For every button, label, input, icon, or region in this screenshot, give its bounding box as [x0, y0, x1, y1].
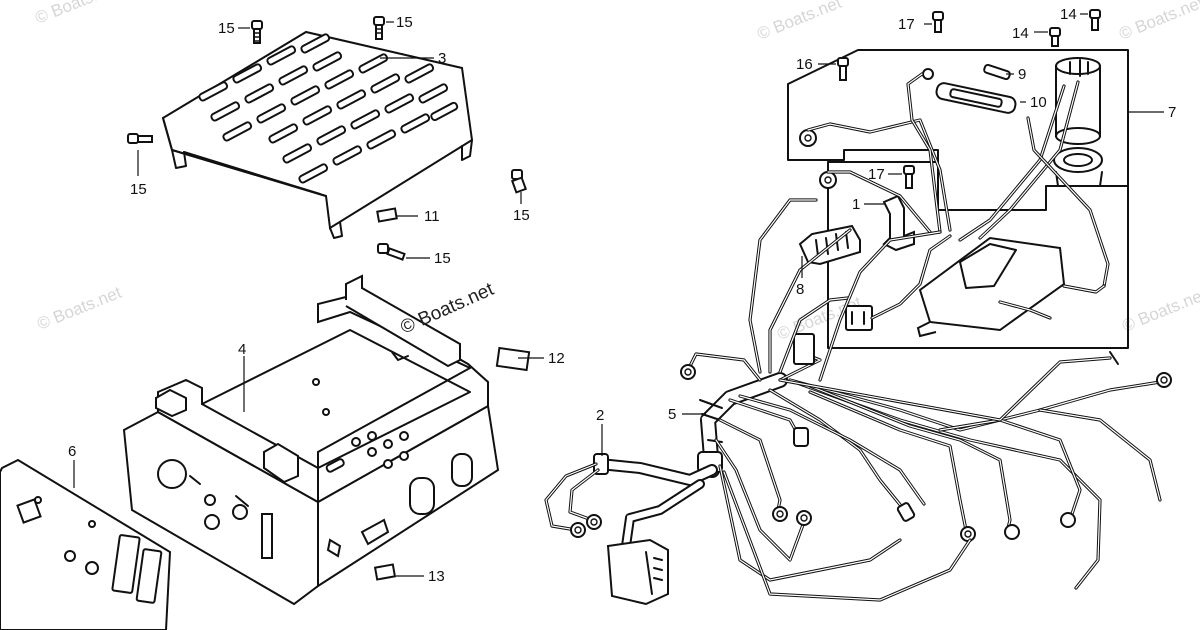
callout-6: 6 — [68, 443, 76, 460]
screw-icon — [1089, 9, 1101, 31]
screw-icon — [251, 20, 263, 44]
watermark-text: © Boats.net — [32, 0, 122, 28]
leader-lines — [73, 13, 1164, 577]
callout-13: 13 — [428, 568, 445, 585]
callout-10: 10 — [1030, 94, 1047, 111]
label-plate-12 — [495, 346, 531, 372]
base-box-part — [122, 274, 500, 606]
callout-17: 17 — [898, 16, 915, 33]
cover-vent-slots — [198, 33, 459, 184]
callout-15: 15 — [396, 14, 413, 31]
screw-icon — [510, 169, 528, 194]
callout-2: 2 — [596, 407, 604, 424]
sub-harness-part — [544, 453, 718, 606]
callout-16: 16 — [796, 56, 813, 73]
top-cover-part — [161, 30, 474, 239]
screw-icon — [903, 165, 915, 189]
screw-icon — [377, 243, 406, 261]
regulator-assembly-part — [787, 49, 1129, 349]
screw-icon — [837, 57, 849, 81]
callout-14: 14 — [1012, 25, 1029, 42]
callout-7: 7 — [1168, 104, 1176, 121]
screw-icon — [373, 16, 385, 40]
callout-15: 15 — [434, 250, 451, 267]
watermark-text: © Boats.net — [34, 283, 124, 334]
callout-14: 14 — [1060, 6, 1077, 23]
callout-9: 9 — [1018, 66, 1026, 83]
watermark-text: © Boats.net — [1116, 0, 1200, 44]
center-watermark: © Boats.net — [397, 279, 497, 339]
callout-3: 3 — [438, 50, 446, 67]
callout-17: 17 — [868, 166, 885, 183]
screw-icon — [1049, 27, 1061, 47]
screw-icon — [127, 133, 153, 144]
main-harness-part — [680, 198, 1172, 602]
callout-1: 1 — [852, 196, 860, 213]
callout-15: 15 — [218, 20, 235, 37]
front-panel-part — [0, 458, 172, 630]
callout-5: 5 — [668, 406, 676, 423]
watermark-text: © Boats.net — [754, 0, 844, 44]
callout-12: 12 — [548, 350, 565, 367]
label-plate-13 — [373, 563, 397, 581]
screw-icon — [932, 11, 944, 33]
label-plate-11 — [376, 207, 398, 223]
callout-8: 8 — [796, 281, 804, 298]
watermark-text: © Boats.net — [1119, 285, 1200, 336]
callout-15: 15 — [130, 181, 147, 198]
callout-15: 15 — [513, 207, 530, 224]
callout-4: 4 — [238, 341, 246, 358]
callout-labels: 15 15 3 15 15 11 15 4 12 6 13 2 5 17 14 … — [68, 6, 1176, 585]
callout-11: 11 — [424, 208, 440, 225]
